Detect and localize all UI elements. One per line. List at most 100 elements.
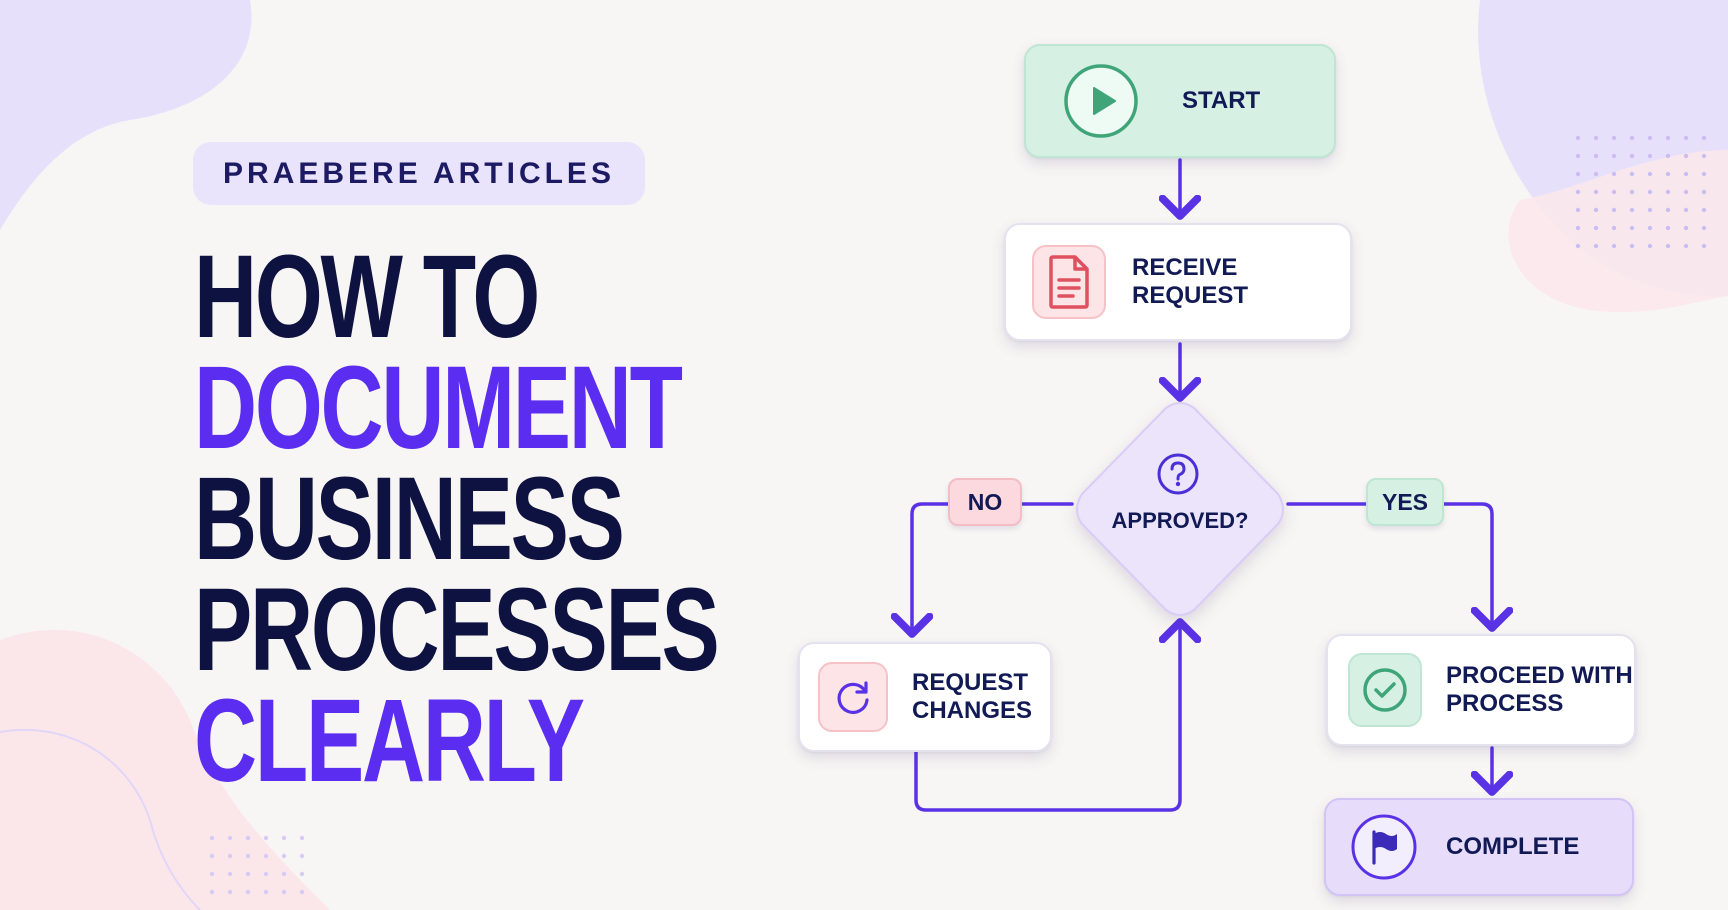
- decorative-dot: [299, 889, 305, 895]
- decorative-dot: [1701, 153, 1707, 159]
- decorative-dot: [1629, 189, 1635, 195]
- decorative-dot: [245, 835, 251, 841]
- decorative-dot: [1575, 171, 1581, 177]
- decorative-dot: [1593, 189, 1599, 195]
- decorative-dot: [1647, 225, 1653, 231]
- decorative-dot: [1593, 207, 1599, 213]
- decorative-dot: [299, 835, 305, 841]
- decorative-dot: [1647, 189, 1653, 195]
- decorative-dot: [281, 871, 287, 877]
- request-changes-label-line-2: CHANGES: [912, 697, 1033, 724]
- decorative-dot: [281, 853, 287, 859]
- complete-label: COMPLETE: [1446, 833, 1580, 860]
- decorative-dot: [299, 871, 305, 877]
- proceed-text: PROCEED WITH PROCESS: [1446, 662, 1633, 718]
- decorative-dot: [281, 835, 287, 841]
- request-changes-text: REQUEST CHANGES: [912, 669, 1032, 725]
- decorative-dot: [1575, 207, 1581, 213]
- decorative-dot: [1683, 189, 1689, 195]
- decorative-dot: [1647, 135, 1653, 141]
- decorative-dot: [227, 889, 233, 895]
- document-icon: [1032, 245, 1106, 319]
- decorative-dot: [1611, 153, 1617, 159]
- headline-line-5: CLEARLY: [194, 675, 585, 807]
- proceed-label-line-1: PROCEED WITH: [1446, 662, 1633, 689]
- decorative-dot: [299, 853, 305, 859]
- decorative-dot: [227, 853, 233, 859]
- decorative-dot: [1701, 135, 1707, 141]
- decorative-dot: [227, 835, 233, 841]
- decorative-dot: [209, 889, 215, 895]
- decorative-dot: [1629, 243, 1635, 249]
- receive-request-label: RECEIVE REQUEST: [1132, 254, 1249, 309]
- decorative-dot: [1611, 207, 1617, 213]
- decorative-dot: [263, 889, 269, 895]
- decorative-dot: [1593, 135, 1599, 141]
- headline-line-2: DOCUMENT: [194, 342, 683, 474]
- decorative-dot: [1665, 189, 1671, 195]
- decorative-dot: [209, 853, 215, 859]
- bottom-left-line: [0, 728, 201, 910]
- decorative-dot: [245, 853, 251, 859]
- approved-decision: APPROVED?: [1070, 402, 1290, 618]
- flag-icon: [1350, 813, 1418, 881]
- decorative-dot: [1575, 153, 1581, 159]
- request-changes-label-line-1: REQUEST: [912, 669, 1029, 696]
- decorative-dot: [263, 835, 269, 841]
- question-icon: [1156, 452, 1200, 496]
- decorative-dot: [1665, 153, 1671, 159]
- decorative-dot: [1647, 207, 1653, 213]
- decorative-dot: [1593, 171, 1599, 177]
- receive-request-node: RECEIVE REQUEST: [1004, 223, 1352, 341]
- connector-decision-yes: [1286, 502, 1492, 628]
- decorative-dot: [1683, 225, 1689, 231]
- decorative-dot: [263, 871, 269, 877]
- decorative-dot: [1629, 225, 1635, 231]
- headline-line-4: PROCESSES: [194, 564, 720, 696]
- decorative-dot: [1665, 243, 1671, 249]
- decorative-dot: [1665, 225, 1671, 231]
- decorative-dot: [1683, 135, 1689, 141]
- decorative-dot: [1575, 189, 1581, 195]
- decorative-dot: [1611, 243, 1617, 249]
- decorative-dot: [1575, 225, 1581, 231]
- decorative-dot: [1611, 135, 1617, 141]
- decorative-dot: [1575, 243, 1581, 249]
- bottom-left-dot-grid: [209, 835, 305, 895]
- decorative-dot: [1665, 207, 1671, 213]
- no-branch-label: NO: [948, 478, 1022, 526]
- decorative-dot: [1647, 243, 1653, 249]
- category-badge: PRAEBERE ARTICLES: [193, 142, 645, 205]
- top-right-pink-blob: [1508, 150, 1728, 313]
- decorative-dot: [227, 871, 233, 877]
- decorative-dot: [1629, 135, 1635, 141]
- connector-decision-no: [912, 502, 1074, 634]
- decorative-dot: [1593, 153, 1599, 159]
- proceed-label-line-2: PROCESS: [1446, 690, 1564, 717]
- decorative-dot: [1611, 189, 1617, 195]
- decorative-dot: [1611, 171, 1617, 177]
- decorative-dot: [1629, 171, 1635, 177]
- decorative-dot: [1665, 135, 1671, 141]
- top-left-blob: [0, 0, 252, 230]
- decorative-dot: [1683, 153, 1689, 159]
- check-circle-icon: [1348, 653, 1422, 727]
- proceed-node: PROCEED WITH PROCESS: [1326, 634, 1636, 746]
- complete-node: COMPLETE: [1324, 798, 1634, 896]
- decorative-dot: [1701, 243, 1707, 249]
- decorative-dot: [1629, 153, 1635, 159]
- decorative-dot: [209, 871, 215, 877]
- decorative-dot: [263, 853, 269, 859]
- decorative-dot: [1683, 243, 1689, 249]
- decorative-dot: [1575, 135, 1581, 141]
- decorative-dot: [1593, 225, 1599, 231]
- decorative-dot: [209, 835, 215, 841]
- request-changes-node: REQUEST CHANGES: [798, 642, 1052, 752]
- decorative-dot: [1611, 225, 1617, 231]
- decorative-dot: [245, 889, 251, 895]
- decorative-dot: [281, 889, 287, 895]
- play-icon: [1062, 62, 1140, 140]
- decorative-dot: [1683, 171, 1689, 177]
